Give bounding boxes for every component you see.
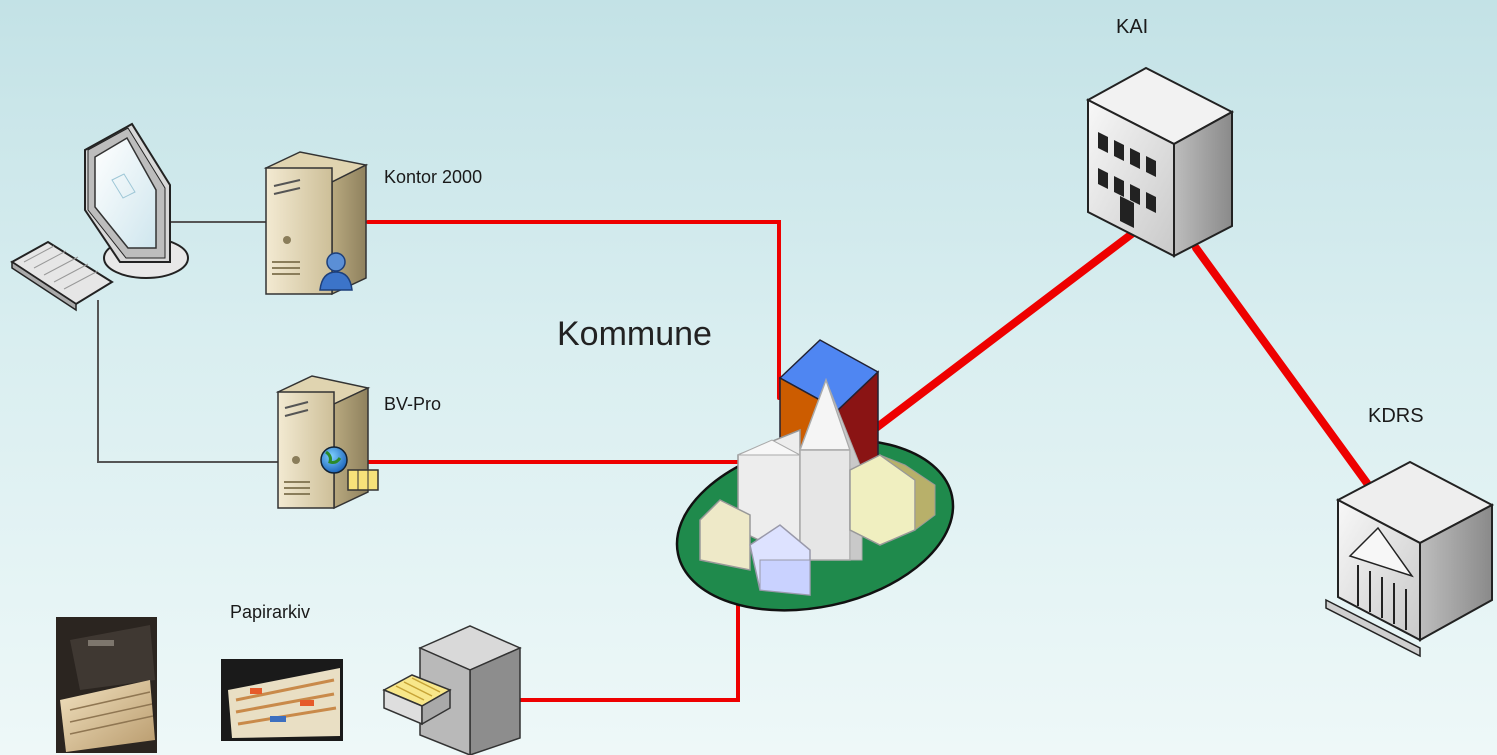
archive-photo-folders xyxy=(221,659,343,741)
archive-photo-drawer xyxy=(56,617,157,753)
keyboard-icon xyxy=(10,240,114,312)
label-bv-pro: BV-Pro xyxy=(384,394,442,414)
workstation-icon xyxy=(84,122,189,279)
label-kommune: Kommune xyxy=(557,315,712,353)
label-kontor-2000: Kontor 2000 xyxy=(384,167,483,187)
label-papirarkiv: Papirarkiv xyxy=(230,602,311,622)
filing-cabinet-icon xyxy=(382,625,522,755)
label-kai: KAI xyxy=(1116,16,1149,38)
link-kai-kdrs xyxy=(1192,244,1376,494)
link-archive-kommune xyxy=(518,603,740,702)
link-kommune-kai xyxy=(872,229,1137,432)
server-user-icon xyxy=(263,151,369,296)
office-building-icon xyxy=(1085,66,1235,258)
red-links xyxy=(366,220,1376,702)
institution-building-icon xyxy=(1325,460,1495,658)
server-web-icon xyxy=(275,375,379,510)
label-kdrs: KDRS xyxy=(1368,405,1424,427)
gray-links xyxy=(97,221,280,463)
link-kontor-kommune xyxy=(366,220,781,400)
town-icon xyxy=(675,339,955,612)
link-pc-bvpro xyxy=(97,300,280,463)
